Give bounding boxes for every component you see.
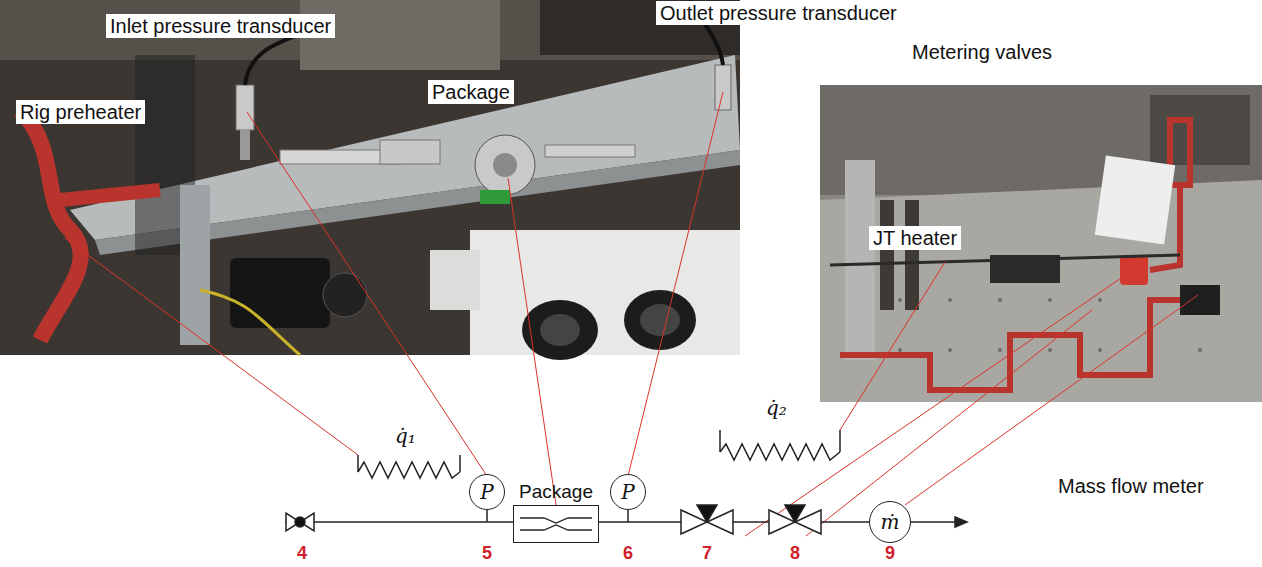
- part-label: Outlet pressure transducer: [656, 1, 901, 25]
- gauge-symbol: ṁ: [881, 510, 900, 534]
- pressure-gauge: P: [610, 474, 646, 510]
- part-label: Rig preheater: [16, 100, 145, 124]
- part-label: Mass flow meter: [1058, 474, 1204, 498]
- heat-symbol: q̇₁: [395, 424, 416, 448]
- part-label: JT heater: [869, 226, 961, 250]
- callout-number: 9: [880, 543, 900, 565]
- callout-number: 8: [785, 543, 805, 565]
- callout-number: 4: [292, 543, 312, 565]
- package-box: Package: [508, 481, 604, 543]
- gauge-symbol: P: [480, 480, 493, 504]
- venturi-symbol: [514, 506, 598, 542]
- package-label: Package: [508, 481, 604, 503]
- pressure-gauge: P: [469, 474, 505, 510]
- callout-number: 6: [618, 543, 638, 565]
- leader-lines: [65, 92, 1198, 536]
- part-label: Package: [428, 80, 514, 104]
- part-label: Inlet pressure transducer: [106, 14, 335, 38]
- rig-photo: [0, 0, 740, 360]
- callout-number: 7: [697, 543, 717, 565]
- flow-meter: ṁ: [869, 501, 911, 543]
- package-outline: [513, 505, 599, 543]
- jt-photo: [820, 85, 1262, 402]
- callout-number: 5: [477, 543, 497, 565]
- heat-symbol: q̇₂: [766, 396, 787, 420]
- part-label: Metering valves: [908, 40, 1056, 64]
- schematic: [285, 430, 967, 534]
- gauge-symbol: P: [621, 480, 634, 504]
